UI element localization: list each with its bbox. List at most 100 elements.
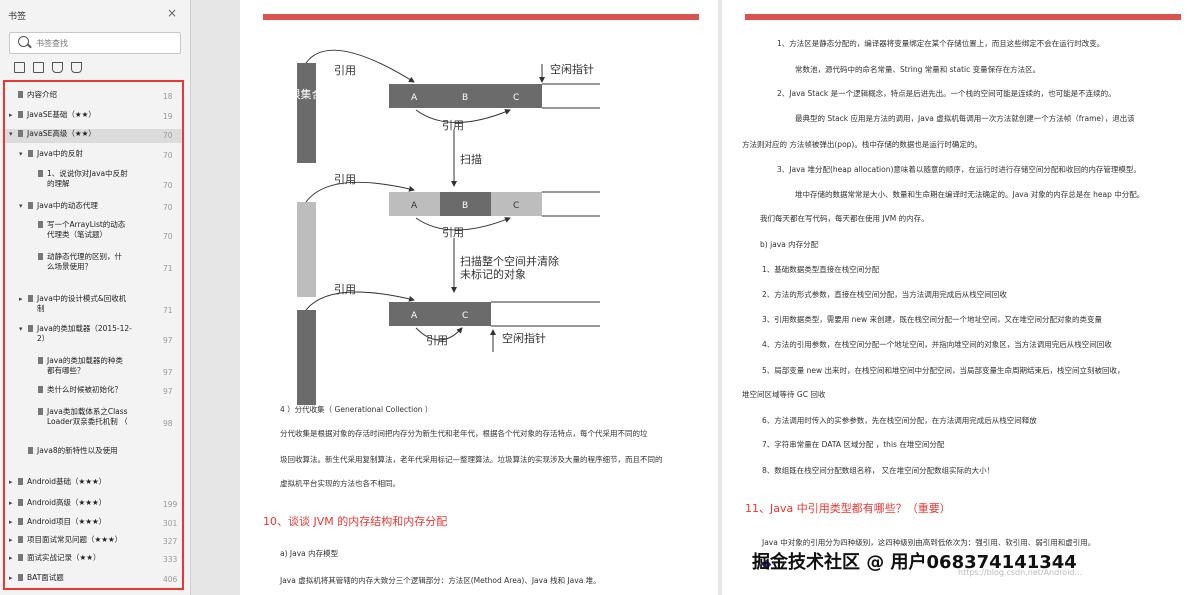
ref-label-2: 引用 — [442, 118, 464, 132]
text-line: 4 ）分代收集（ Generational Collection ） — [280, 405, 433, 414]
text-line: 2、Java Stack 是一个逻辑概念，特点是后进先出。一个栈的空间可能是连续… — [777, 89, 1116, 98]
scan-clear-label: 扫描整个空间并清除 — [460, 254, 559, 268]
gc-diagram: 根集合 A B C 引用 引用 空闲指针 扫描 A B C 引用 引用 扫描整个… — [290, 49, 600, 405]
text-line: 4、方法的引用参数，在栈空间分配一个地址空间，并指向堆空间的对象区，当方法调用完… — [762, 340, 1112, 349]
cell-a1-label: A — [411, 93, 418, 103]
bookmark-item[interactable]: ▸Android高级（★★★）199 — [5, 498, 182, 512]
pdf-page-right: 1、方法区是静态分配的，编译器将变量绑定在某个存储位置上，而且这些绑定不会在运行… — [722, 0, 1200, 595]
chevron-right-icon[interactable]: ▸ — [9, 518, 13, 526]
bookmark-item[interactable]: Java的类加载器的种类都有哪些？97 — [5, 356, 182, 380]
ref-label-4: 引用 — [442, 225, 464, 239]
pdf-page-left: 根集合 A B C 引用 引用 空闲指针 扫描 A B C 引用 引用 扫描整个… — [240, 0, 718, 595]
cell-c2 — [491, 192, 542, 216]
ref-label-1: 引用 — [334, 63, 356, 77]
bookmark-page-icon — [18, 478, 23, 485]
collapse-all-icon[interactable] — [33, 62, 44, 73]
bookmark-label: Java类加载体系之Class — [47, 407, 128, 416]
chevron-right-icon[interactable]: ▸ — [9, 574, 13, 582]
scan-label: 扫描 — [460, 152, 482, 166]
text-line: 3、引用数据类型，需要用 new 来创建，既在栈空间分配一个地址空间，又在堆空间… — [762, 315, 1103, 324]
chevron-right-icon[interactable]: ▸ — [9, 111, 13, 119]
text-line: 我们每天都在写代码，每天都在使用 JVM 的内存。 — [760, 214, 929, 223]
bookmark-item[interactable]: ▸JavaSE基础（★★）19 — [5, 110, 182, 124]
watermark-url: https://blog.csdn.net/Android... — [958, 568, 1083, 577]
expand-all-icon[interactable] — [14, 62, 25, 73]
bookmark-page-icon — [28, 325, 33, 332]
bookmark-item[interactable]: ▸项目面试常见问题（★★★）327 — [5, 535, 182, 549]
search-input[interactable] — [34, 35, 178, 51]
section-heading: 11、Java 中引用类型都有哪些？（重要） — [745, 502, 951, 515]
bookmark-page-icon — [18, 130, 23, 137]
bookmark-label: Java中的动态代理 — [37, 201, 98, 210]
bookmark-item[interactable]: ▾JavaSE高级（★★）70 — [5, 129, 182, 143]
text-line: 1、基础数据类型直接在栈空间分配 — [762, 265, 880, 274]
bookmark-item[interactable]: ▾ Java中的动态代理 70 — [5, 201, 182, 215]
watermark: 掘金技术社区 @ 用户068374141344 — [752, 552, 1077, 573]
cell-c1-label: C — [513, 93, 519, 103]
close-icon[interactable]: × — [167, 6, 178, 20]
bookmark-page-icon — [28, 202, 33, 209]
chevron-right-icon[interactable]: ▸ — [9, 554, 13, 562]
bookmark-label: 写一个ArrayList的动态 — [47, 220, 126, 229]
bookmark-page-number: 18 — [163, 92, 173, 101]
bookmark-page-number: 70 — [163, 203, 173, 212]
root-set-1 — [297, 63, 316, 163]
bookmark-item[interactable]: ▸ Android基础（★★★） — [5, 477, 182, 491]
bookmark-label-line2: 代理类（笔试题） — [47, 230, 107, 239]
root-set-2 — [297, 202, 316, 297]
bookmark-label-line2: 2） — [37, 334, 50, 343]
text-line: 3、Java 堆分配(heap allocation)意味着以随意的顺序，在运行… — [777, 165, 1141, 174]
text-line: 圾回收算法。新生代采用复制算法，老年代采用标记—整理算法。垃圾算法的实现涉及大量… — [280, 455, 663, 464]
chevron-down-icon[interactable]: ▾ — [19, 150, 23, 158]
bookmark-label: Android项目（★★★） — [27, 517, 107, 526]
bookmark-label: 项目面试常见问题（★★★） — [27, 535, 123, 544]
cell-c3-label: C — [462, 311, 468, 321]
chevron-down-icon[interactable]: ▾ — [19, 325, 23, 333]
bookmark-item[interactable]: 类什么时候被初始化？97 — [5, 385, 182, 399]
text-line: 6、方法调用时传入的实参参数，先在栈空间分配，在方法调用完成后从栈空间释放 — [762, 416, 1037, 425]
add-bookmark-icon[interactable] — [52, 62, 63, 73]
bookmark-item[interactable]: ▸面试实战记录（★★）333 — [5, 553, 182, 567]
bookmark-page-icon — [38, 221, 43, 228]
root-set-1-label: 根集合 — [290, 87, 323, 101]
bookmark-label: 类什么时候被初始化？ — [47, 385, 122, 394]
search-icon — [18, 36, 29, 47]
bookmark-page-icon — [38, 170, 43, 177]
chevron-right-icon[interactable]: ▸ — [9, 499, 13, 507]
bookmark-page-icon — [18, 499, 23, 506]
chevron-down-icon[interactable]: ▾ — [19, 202, 23, 210]
text-line: 7、字符串常量在 DATA 区域分配 ，this 在堆空间分配 — [762, 440, 945, 449]
bookmark-page-icon — [18, 574, 23, 581]
bookmark-item[interactable]: 写一个ArrayList的动态代理类（笔试题）70 — [5, 220, 182, 244]
bookmark-page-number: 333 — [163, 555, 178, 564]
bookmark-search[interactable] — [9, 32, 181, 54]
free-ptr-label-2: 空闲指针 — [502, 331, 546, 345]
chevron-right-icon[interactable]: ▸ — [9, 536, 13, 544]
bookmark-label: JavaSE基础（★★） — [27, 110, 96, 119]
bookmark-sidebar: 书签 × 内容介绍18▸JavaSE基础（★★）19▾JavaSE高级（★★）7… — [0, 0, 191, 595]
cell-a1 — [389, 84, 440, 108]
bookmark-label: Android基础（★★★） — [27, 477, 107, 486]
bookmark-item[interactable]: 动静态代理的区别，什么场景使用？71 — [5, 252, 182, 276]
text-line: 堆中存储的数据常常是大小、数量和生命期在编译时无法确定的。Java 对象的内存总… — [795, 190, 1145, 199]
bookmark-item[interactable]: ▾Java的类加载器（2015-12-2）97 — [5, 324, 182, 348]
bookmark-label-line2: 制 — [37, 304, 45, 313]
bookmark-item[interactable]: Java8的新特性以及使用 — [5, 446, 182, 460]
bookmark-item[interactable]: ▸Android项目（★★★）301 — [5, 517, 182, 531]
text-line: Java 虚拟机将其管辖的内存大致分三个逻辑部分：方法区(Method Area… — [280, 576, 601, 585]
chevron-down-icon[interactable]: ▾ — [9, 130, 13, 138]
chevron-right-icon[interactable]: ▸ — [9, 478, 13, 486]
chevron-right-icon[interactable]: ▸ — [19, 295, 23, 303]
ref-label-5: 引用 — [334, 282, 356, 296]
cell-b2 — [440, 192, 491, 216]
bookmark-icon[interactable] — [71, 62, 82, 73]
text-line: 常数池，源代码中的命名常量、String 常量和 static 变量保存在方法区… — [795, 65, 1041, 74]
bookmark-page-number: 97 — [163, 336, 173, 345]
